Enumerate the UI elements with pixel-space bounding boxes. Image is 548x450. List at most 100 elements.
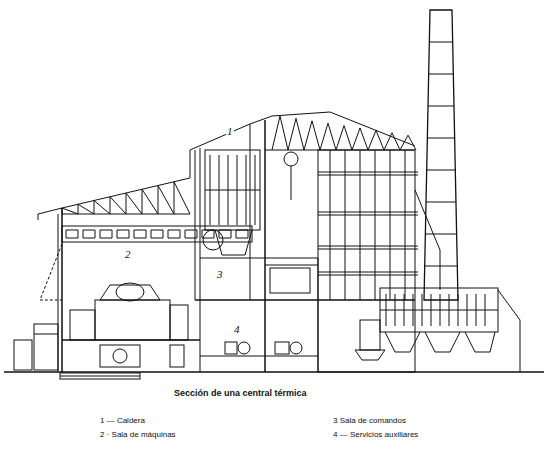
drawing-stroke [318,246,418,247]
drawing-stroke [280,116,288,150]
drawing-stroke [318,272,418,273]
drawing-stroke [352,128,360,150]
drawing-stroke [312,121,320,150]
drawing-stroke [380,310,498,311]
drawing-stroke [384,133,392,150]
drawing-stroke [117,238,129,239]
drawing-stroke [83,230,95,231]
drawing-stroke [360,128,368,150]
drawing-stroke [205,190,260,191]
drawing-stroke [304,121,312,150]
drawing-stroke [318,275,418,276]
drawing-stroke [117,230,118,238]
legend-entry: 4 — Servicios auxiliares [333,431,418,440]
drawing-stroke [236,230,237,238]
drawing-stroke [427,138,454,139]
drawing-stroke [163,230,164,238]
drawing-stroke [344,126,352,150]
drawing-stroke [318,215,418,216]
drawing-stroke [231,230,232,238]
drawing-stroke [110,197,111,214]
drawing-stroke [142,189,143,214]
drawing-stroke [336,126,344,150]
drawing-stroke [248,230,249,238]
drawing-stroke [158,186,174,215]
callout-number: 3 [216,268,224,280]
drawing-stroke [408,135,416,150]
drawing-stroke [197,230,198,238]
drawing-stroke [142,189,158,214]
legend-entry: 1 — Caldera [100,417,145,426]
drawing-stroke [78,230,79,238]
drawing-stroke [94,201,110,215]
drawing-stroke [427,170,456,171]
drawing-stroke [134,230,135,238]
drawing-stroke [318,175,418,176]
drawing-stroke [83,238,95,239]
drawing-stroke [100,230,112,231]
drawing-stroke [202,230,203,238]
drawing-stroke [95,230,96,238]
drawing-stroke [318,249,418,250]
drawing-stroke [66,230,78,231]
drawing-stroke [296,118,304,150]
drawing-stroke [151,230,152,238]
drawing-stroke [236,238,248,239]
drawing-stroke [134,230,146,231]
drawing-stroke [168,230,169,238]
drawing-stroke [126,193,142,214]
drawing-stroke [66,230,67,238]
drawing-stroke [214,230,215,238]
drawing-stroke [185,230,186,238]
drawing-stroke [328,123,336,150]
drawing-stroke [429,42,452,43]
drawing-stroke [180,230,181,238]
legend-entry: 3 Sala de comandos [333,417,406,426]
drawing-stroke [320,123,328,150]
drawing-stroke [318,172,418,173]
drawing-stroke [174,182,175,214]
caption-text: Sección de una central térmica [174,389,307,399]
drawing-stroke [100,230,101,238]
drawing-stroke [425,266,458,267]
callout-number: 1 [226,125,234,137]
drawing-stroke [429,74,454,75]
drawing-stroke [318,212,418,213]
drawing-stroke [168,238,180,239]
drawing-stroke [202,238,214,239]
drawing-stroke [78,204,79,214]
drawing-stroke [151,238,163,239]
drawing-stroke [376,130,384,150]
drawing-stroke [66,238,78,239]
drawing-stroke [126,193,127,214]
drawing-stroke [62,214,190,215]
drawing-stroke [272,116,280,150]
drawing-stroke [151,230,163,231]
drawing-stroke [158,186,159,215]
drawing-stroke [83,230,84,238]
drawing-stroke [146,230,147,238]
callout-number: 4 [233,323,241,335]
drawing-stroke [428,106,454,107]
drawing-stroke [100,238,112,239]
drawing-stroke [134,238,146,239]
drawing-stroke [129,230,130,238]
drawing-stroke [168,230,180,231]
drawing-stroke [112,230,113,238]
drawing-stroke [368,130,376,150]
drawing-stroke [392,133,400,150]
legend-entry: 2 · Sala de máquinas [100,431,176,440]
drawing-stroke [174,182,190,214]
drawing-stroke [400,135,408,150]
drawing-stroke [78,204,94,214]
drawing-stroke [62,208,78,214]
drawing-stroke [288,118,296,150]
drawing-stroke [110,197,126,214]
drawing-stroke [219,238,231,239]
callout-number: 2 [124,248,132,260]
drawing-stroke [426,202,456,203]
drawing-stroke [94,201,95,215]
drawing-stroke [117,230,129,231]
